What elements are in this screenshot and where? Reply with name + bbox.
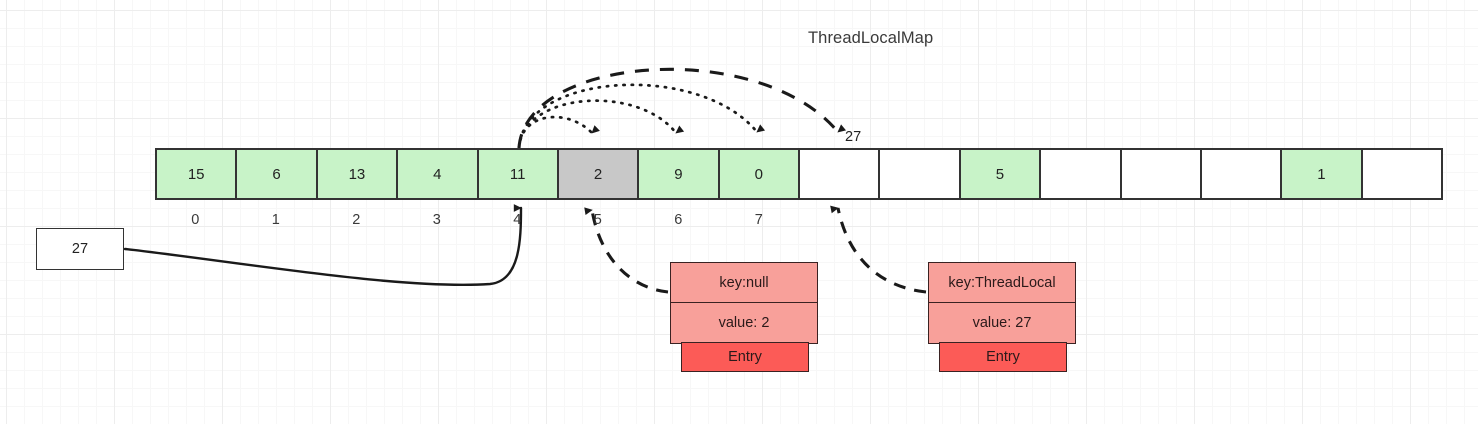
- array-index-label-2: 2: [352, 212, 361, 228]
- entry-kv-box: key:null value: 2: [670, 262, 818, 344]
- page-title: ThreadLocalMap: [808, 29, 934, 47]
- array-index-label-1: 1: [271, 212, 280, 228]
- entry-type-tag: Entry: [681, 342, 809, 372]
- array-cell-12: [1121, 150, 1202, 198]
- array-index-label-4: 4: [513, 212, 522, 228]
- entry-key-label: key:null: [671, 263, 817, 303]
- array-cell-9: [880, 150, 961, 198]
- array-cell-6: 9: [639, 150, 720, 198]
- array-cell-0: 15: [157, 150, 238, 198]
- array-cell-3: 4: [398, 150, 479, 198]
- arc-probe-to-index5: [517, 115, 600, 150]
- array-cell-14: 1: [1282, 150, 1363, 198]
- curve-source-to-index4: [123, 204, 523, 287]
- arc-label-value: 27: [845, 129, 862, 145]
- array-cell-15: [1362, 150, 1441, 198]
- array-cell-13: [1201, 150, 1283, 198]
- entry-block-threadlocal: key:ThreadLocal value: 27 Entry: [928, 262, 1076, 372]
- entry-block-stale: key:null value: 2 Entry: [670, 262, 818, 372]
- curve-entry-threadlocal-to-index8: [830, 205, 927, 294]
- arc-rehash-to-index8: [517, 67, 847, 149]
- entry-key-label: key:ThreadLocal: [929, 263, 1075, 303]
- array-cell-2: 13: [317, 150, 399, 198]
- array-cell-10: 5: [960, 150, 1042, 198]
- entry-value-label: value: 27: [972, 315, 1032, 331]
- array-cell-4: 11: [478, 150, 559, 198]
- array-cell-5: 2: [558, 150, 640, 198]
- array-index-label-6: 6: [674, 212, 683, 228]
- array-cell-11: [1041, 150, 1122, 198]
- array-cell-8: [800, 150, 881, 198]
- array-index-label-0: 0: [191, 212, 200, 228]
- arc-probe-to-index7: [517, 83, 766, 150]
- array-cell-7: 0: [719, 150, 800, 198]
- array-index-label-3: 3: [432, 212, 441, 228]
- arc-probe-to-index6: [517, 99, 685, 150]
- entry-type-tag: Entry: [939, 342, 1067, 372]
- array-index-label-7: 7: [754, 212, 763, 228]
- array-cell-1: 6: [237, 150, 318, 198]
- array-index-label-5: 5: [593, 212, 602, 228]
- source-value-box: 27: [36, 228, 124, 270]
- entry-kv-box: key:ThreadLocal value: 27: [928, 262, 1076, 344]
- entry-value-label: value: 2: [718, 315, 770, 331]
